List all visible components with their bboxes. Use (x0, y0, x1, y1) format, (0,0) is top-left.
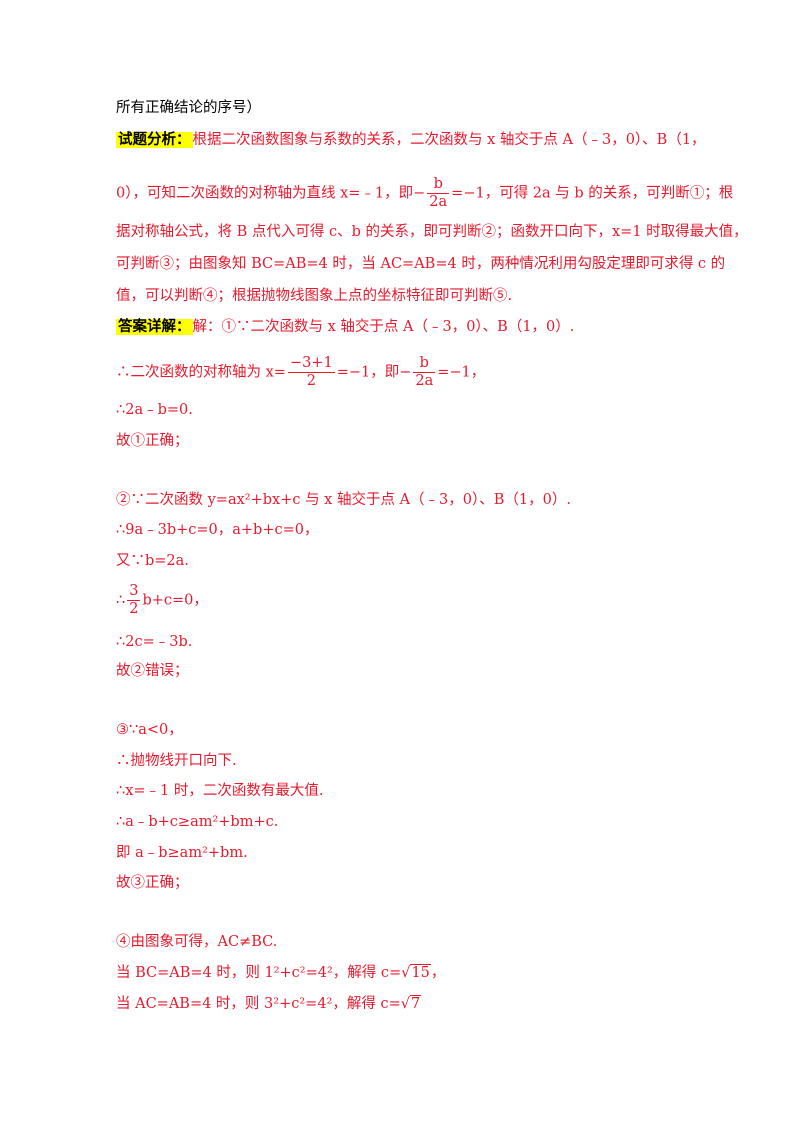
text-line: ∴x=﹣1 时，二次函数有最大值. (116, 783, 324, 799)
text-line: 可判断③；由图象知 BC=AB=4 时，当 AC=AB=4 时，两种情况利用勾股… (116, 256, 726, 272)
text-line: ∴抛物线开口向下. (116, 753, 237, 769)
text-line: 当 BC=AB=4 时，则 1²+c²=4²，解得 c=√15， (116, 964, 446, 981)
text-line: ③∵a<0， (116, 722, 183, 738)
text-line: 即 a﹣b≥am²+bm. (116, 845, 248, 861)
text-line: 据对称轴公式，将 B 点代入可得 c、b 的关系，即可判断②；函数开口向下，x=… (116, 224, 748, 240)
text-line: ②∵二次函数 y=ax²+bx+c 与 x 轴交于点 A（﹣3，0）、B（1，0… (116, 492, 571, 508)
text-line: 当 AC=AB=4 时，则 3²+c²=4²，解得 c=√7 (116, 995, 422, 1012)
text-line: 故②错误； (116, 663, 189, 679)
answer-label: 答案详解： (116, 319, 193, 335)
text-line: ∴2c=﹣3b. (116, 634, 193, 650)
text-line: 所有正确结论的序号） (116, 100, 261, 116)
text-line: 故③正确； (116, 875, 189, 891)
analysis-label: 试题分析： (116, 132, 193, 148)
answer-line: 答案详解：解：①∵二次函数与 x 轴交于点 A（﹣3，0）、B（1，0）. (116, 319, 575, 335)
text-line: 故①正确； (116, 433, 189, 449)
analysis-line: 试题分析：根据二次函数图象与系数的关系，二次函数与 x 轴交于点 A（﹣3，0）… (116, 132, 706, 148)
text-line: ④由图象可得，AC≠BC. (116, 934, 278, 950)
text-line: ∴a﹣b+c≥am²+bm+c. (116, 814, 279, 830)
text-line: 值，可以判断④；根据抛物线图象上点的坐标特征即可判断⑤. (116, 288, 513, 304)
text-line: ∴2a﹣b=0. (116, 402, 193, 418)
text-line: 又∵b=2a. (116, 553, 189, 569)
text-line: ∴9a﹣3b+c=0，a+b+c=0， (116, 522, 319, 538)
